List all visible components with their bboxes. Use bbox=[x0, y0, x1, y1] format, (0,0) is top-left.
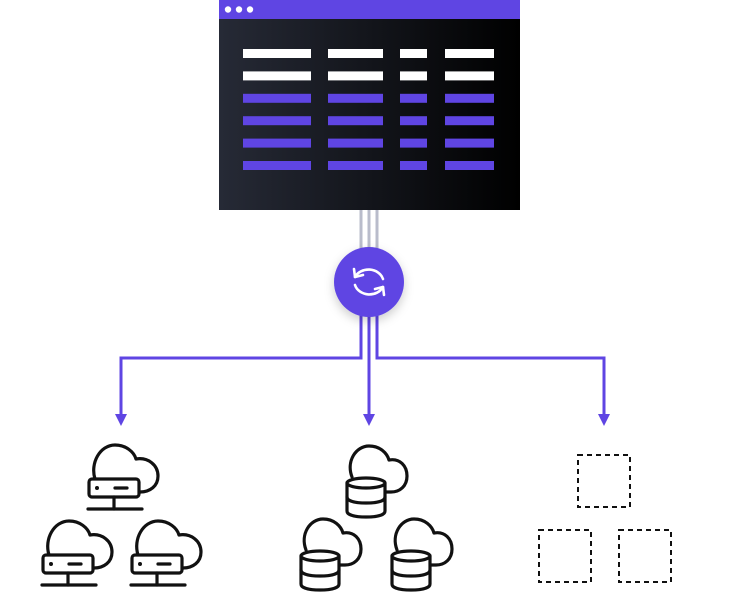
table-header-bar bbox=[445, 71, 494, 81]
cloud-server-icon bbox=[86, 443, 160, 511]
table-data-bar bbox=[445, 116, 494, 126]
table-data-bar bbox=[243, 93, 311, 103]
cloud-database-icon bbox=[390, 517, 454, 592]
sync-hub bbox=[334, 247, 404, 317]
dashed-placeholder-icon bbox=[538, 529, 592, 583]
branch-lines bbox=[115, 310, 610, 426]
cloud-database-icon bbox=[345, 444, 409, 519]
table-data-bar bbox=[400, 93, 427, 103]
table-data-bar bbox=[243, 116, 311, 126]
window-dot-icon bbox=[235, 6, 243, 13]
table-header-bar bbox=[243, 71, 311, 81]
table-data-bar bbox=[243, 161, 311, 170]
placeholder-group bbox=[538, 454, 672, 583]
table-data-bar bbox=[400, 116, 427, 126]
table-data-bar bbox=[328, 93, 383, 103]
table-data-bar bbox=[328, 161, 383, 170]
sync-icon bbox=[352, 267, 386, 297]
table-header-bar bbox=[328, 71, 383, 81]
dashed-placeholder-icon bbox=[618, 529, 672, 583]
app-window bbox=[219, 0, 520, 210]
cloud-server-icon bbox=[129, 519, 203, 587]
table-header-bar bbox=[400, 49, 427, 58]
dashed-placeholder-icon bbox=[577, 454, 631, 508]
cloud-server-icon bbox=[40, 519, 114, 587]
window-body bbox=[219, 0, 520, 210]
table-data-bar bbox=[328, 138, 383, 148]
cloud-server-group bbox=[40, 443, 203, 587]
table-data-bar bbox=[445, 161, 494, 170]
table-header-bar bbox=[328, 49, 383, 58]
table-rows bbox=[243, 49, 494, 170]
window-title-bar bbox=[219, 0, 520, 19]
table-data-bar bbox=[328, 116, 383, 126]
window-dot-icon bbox=[246, 6, 254, 13]
table-data-bar bbox=[400, 161, 427, 170]
cloud-database-group bbox=[299, 444, 454, 592]
table-data-bar bbox=[445, 138, 494, 148]
table-header-bar bbox=[400, 71, 427, 81]
branch-left bbox=[115, 310, 363, 426]
branch-right bbox=[375, 310, 610, 426]
table-data-bar bbox=[445, 93, 494, 103]
table-header-bar bbox=[445, 49, 494, 58]
window-dot-icon bbox=[224, 6, 232, 13]
table-data-bar bbox=[400, 138, 427, 148]
table-data-bar bbox=[243, 138, 311, 148]
cloud-database-icon bbox=[299, 517, 363, 592]
table-header-bar bbox=[243, 49, 311, 58]
